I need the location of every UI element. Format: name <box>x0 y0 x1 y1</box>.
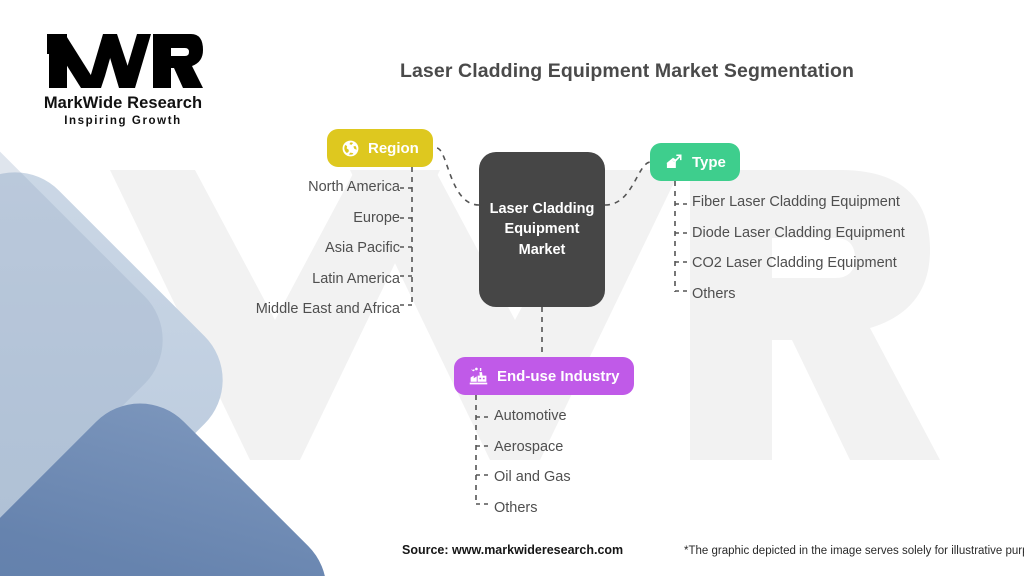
branch-badge-type[interactable]: Type <box>650 143 740 181</box>
branch-label-region: Region <box>368 139 419 157</box>
branch-items-type: Fiber Laser Cladding Equipment Diode Las… <box>692 195 905 317</box>
decorative-square-light-overlay <box>0 106 189 574</box>
central-market-node[interactable]: Laser Cladding Equipment Market <box>479 152 605 307</box>
list-item[interactable]: Europe <box>353 209 400 226</box>
list-item[interactable]: Aerospace <box>494 438 564 455</box>
decorative-square-dark <box>0 377 353 576</box>
list-item[interactable]: Fiber Laser Cladding Equipment <box>692 194 900 210</box>
list-item[interactable]: Others <box>494 499 538 516</box>
list-item[interactable]: Middle East and Africa <box>255 301 400 317</box>
list-item[interactable]: North America <box>308 179 400 195</box>
factory-icon <box>468 366 489 387</box>
growth-arrow-icon <box>664 152 684 172</box>
branch-items-enduse: Automotive Aerospace Oil and Gas Others <box>494 409 571 531</box>
brand-logo: MarkWide Research Inspiring Growth <box>33 30 213 127</box>
list-item[interactable]: Diode Laser Cladding Equipment <box>692 224 905 241</box>
page-title: Laser Cladding Equipment Market Segmenta… <box>399 60 855 82</box>
list-item[interactable]: Others <box>692 285 736 302</box>
branch-items-region: North America Europe Asia Pacific Latin … <box>130 180 400 333</box>
list-item[interactable]: Asia Pacific <box>325 240 400 256</box>
connector-center-type <box>604 161 651 206</box>
list-item[interactable]: Oil and Gas <box>494 469 571 485</box>
brand-tagline: Inspiring Growth <box>64 115 182 127</box>
brand-name: MarkWide Research <box>43 94 203 112</box>
list-item[interactable]: Latin America <box>312 270 400 287</box>
source-attribution: Source: www.markwideresearch.com <box>402 543 624 557</box>
globe-icon <box>341 139 360 158</box>
list-item[interactable]: CO2 Laser Cladding Equipment <box>692 255 897 271</box>
branch-badge-region[interactable]: Region <box>327 129 433 167</box>
branch-label-enduse: End-use Industry <box>497 367 620 385</box>
disclaimer-note: *The graphic depicted in the image serve… <box>684 545 1024 557</box>
list-item[interactable]: Automotive <box>494 408 567 424</box>
connector-center-region <box>436 147 480 206</box>
mwr-logo-icon <box>47 34 203 88</box>
branch-label-type: Type <box>692 153 726 171</box>
branch-badge-enduse[interactable]: End-use Industry <box>454 357 634 395</box>
